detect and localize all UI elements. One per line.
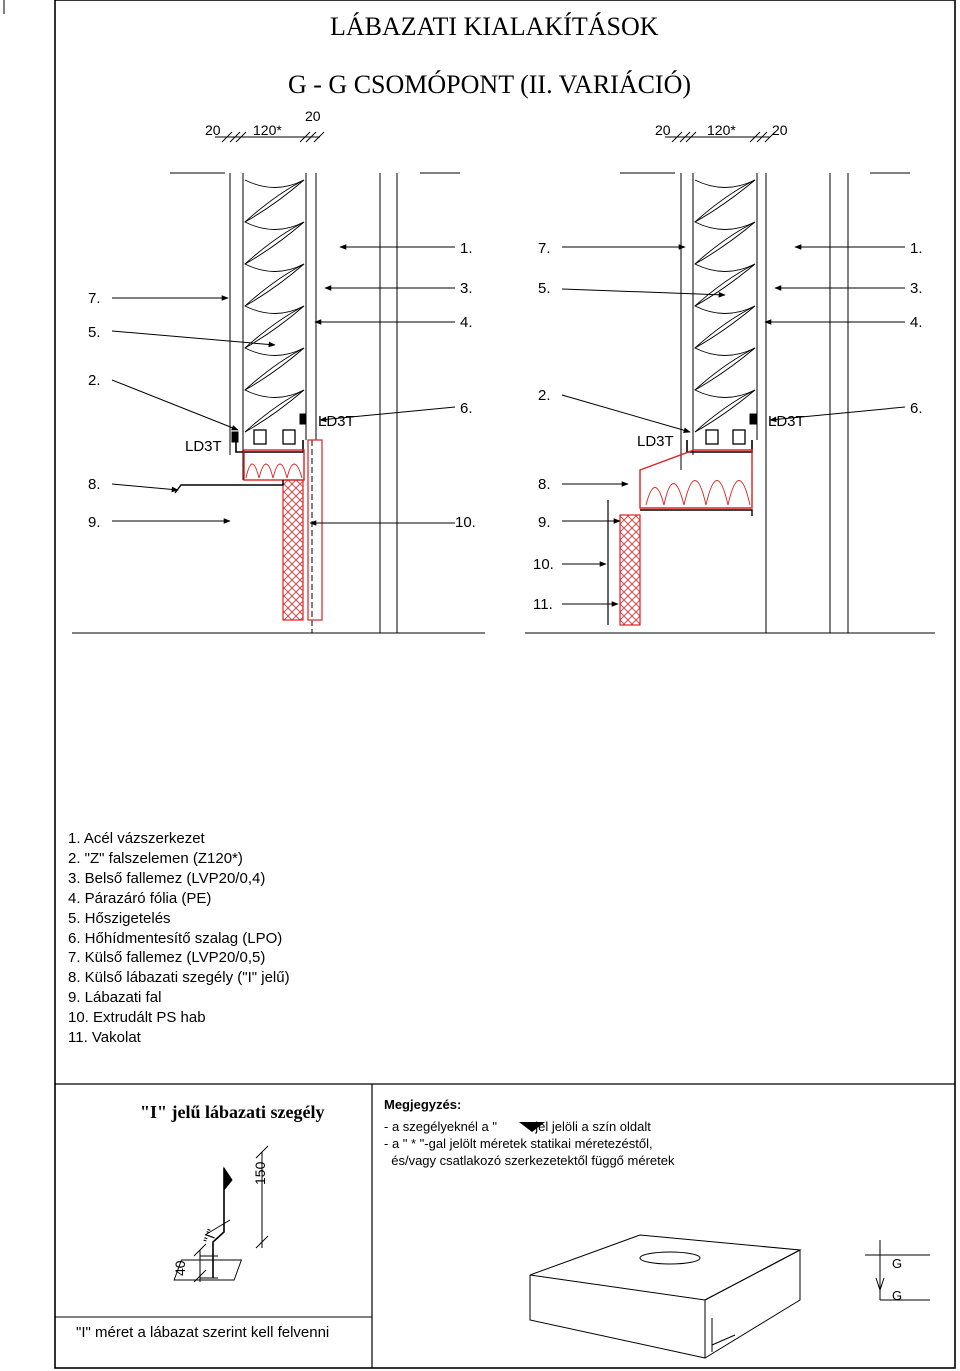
callout-2: 2.: [538, 387, 551, 404]
callout-3: 3.: [910, 280, 923, 297]
callout-7: 7.: [88, 290, 101, 307]
legend-item: 10. Extrudált PS hab: [68, 1009, 206, 1027]
insulation-waves: [244, 179, 305, 433]
color-side-marker: [223, 1166, 233, 1192]
ld3t-label: LD3T: [185, 438, 222, 455]
notes-block: Megjegyzés: - a szegélyeknél a " " jel je…: [384, 1096, 674, 1169]
dim-20: 20: [205, 122, 221, 138]
base-flashing: [174, 480, 284, 494]
callout-1: 1.: [460, 240, 473, 257]
dim-120: 120*: [707, 122, 736, 138]
callout-10: 10.: [455, 514, 476, 531]
dim-20: 20: [655, 122, 671, 138]
xps-foam: [282, 479, 304, 621]
callout-5: 5.: [88, 324, 101, 341]
callout-9: 9.: [88, 514, 101, 531]
legend-item: 2. "Z" falszelemen (Z120*): [68, 849, 243, 867]
callout-8: 8.: [88, 476, 101, 493]
right-detail: [525, 131, 935, 634]
ld3t-label: LD3T: [768, 413, 805, 430]
key-plan: [173, 1234, 930, 1359]
left-detail: [72, 131, 485, 634]
notes-heading: Megjegyzés:: [384, 1097, 462, 1112]
callout-7: 7.: [538, 240, 551, 257]
footer-note: "I" méret a lábazat szerint kell felvenn…: [76, 1324, 330, 1341]
ld3t-label: LD3T: [637, 433, 674, 450]
callout-6: 6.: [460, 400, 473, 417]
page-subtitle: G - G CSOMÓPONT (II. VARIÁCIÓ): [288, 70, 692, 99]
page-title: LÁBAZATI KIALAKÍTÁSOK: [330, 12, 659, 41]
note-line: - a szegélyeknél a ": [384, 1119, 498, 1134]
dim-150: 150: [252, 1161, 268, 1185]
callout-8: 8.: [538, 476, 551, 493]
legend-item: 7. Külső fallemez (LVP20/0,5): [68, 949, 266, 967]
legend-item: 6. Hőhídmentesítő szalag (LPO): [68, 929, 283, 947]
thermal-break-block: [639, 449, 753, 509]
callout-4: 4.: [460, 314, 473, 331]
z-purlin: [235, 440, 304, 453]
dim-120: 120*: [253, 122, 282, 138]
note-line: " jel jelöli a szín oldalt: [527, 1119, 651, 1134]
callout-2: 2.: [88, 372, 101, 389]
dim-40: 40: [172, 1260, 188, 1276]
sheet-frame: [3, 0, 956, 1369]
dim-20: 20: [772, 122, 788, 138]
dim-20: 20: [305, 108, 321, 124]
legend-item: 9. Lábazati fal: [68, 989, 162, 1007]
callout-10: 10.: [533, 556, 554, 573]
color-side-triangle: [519, 1122, 545, 1132]
section-mark: G: [892, 1288, 903, 1303]
xps-foam: [619, 514, 641, 626]
callout-3: 3.: [460, 280, 473, 297]
note-line: és/vagy csatlakozó szerkezetektől függő …: [384, 1153, 675, 1168]
callout-9: 9.: [538, 514, 551, 531]
i-profile-title: "I" jelű lábazati szegély: [140, 1102, 325, 1122]
legend-item: 3. Belső fallemez (LVP20/0,4): [68, 869, 266, 887]
legend-list: 1. Acél vázszerkezet 2. "Z" falszelemen …: [68, 829, 290, 1048]
thermal-break-block: [243, 449, 305, 481]
callout-6: 6.: [910, 400, 923, 417]
legend-item: 11. Vakolat: [68, 1029, 141, 1047]
callout-1: 1.: [910, 240, 923, 257]
legend-item: 5. Hőszigetelés: [68, 909, 171, 927]
callout-11: 11.: [533, 596, 553, 613]
ld3t-label: LD3T: [318, 413, 355, 430]
callout-4: 4.: [910, 314, 923, 331]
legend-item: 4. Párazáró fólia (PE): [68, 889, 212, 907]
section-mark: G: [892, 1256, 903, 1271]
note-line: - a " * "-gal jelölt méretek statikai mé…: [384, 1136, 653, 1151]
callout-5: 5.: [538, 280, 551, 297]
legend-item: 8. Külső lábazati szegély ("I" jelű): [68, 969, 290, 987]
legend-item: 1. Acél vázszerkezet: [68, 830, 205, 847]
